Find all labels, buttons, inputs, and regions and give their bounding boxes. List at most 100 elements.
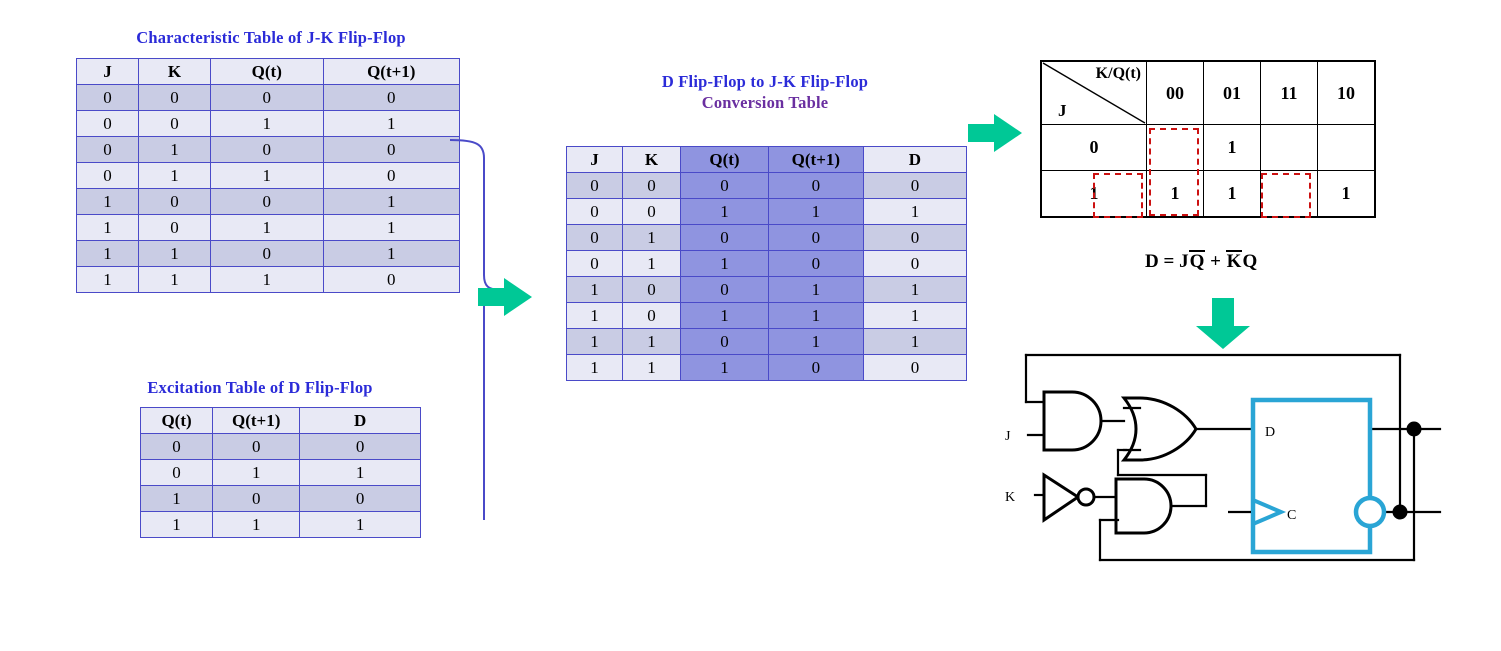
equation-equals: = [1163, 251, 1175, 272]
kmap-cell-r1c0: 1 [1146, 170, 1204, 218]
right-arrow-icon-1 [478, 278, 532, 316]
conversion-table-title-line1: D Flip-Flop to J-K Flip-Flop [661, 72, 869, 91]
table-header-row: Q(t) Q(t+1) D [139, 407, 421, 434]
kmap-corner-bottom-label: J [1058, 101, 1067, 120]
cell: 1 [139, 485, 214, 512]
cell: 0 [75, 136, 140, 163]
cell: 0 [322, 84, 461, 111]
cell: 0 [138, 110, 211, 137]
cell: 1 [75, 266, 140, 293]
cell: 0 [210, 136, 324, 163]
equation-lhs: D [1145, 251, 1159, 272]
cell: 0 [138, 84, 211, 111]
col-header-k: K [621, 146, 682, 173]
kmap-corner-cell: K/Q(t) J [1040, 60, 1147, 125]
cell: 1 [210, 214, 324, 241]
col-header-d: D [299, 407, 421, 434]
kmap-row-0: 0 1 [1040, 124, 1376, 171]
not-gate-icon [1042, 472, 1081, 523]
cell: 0 [621, 276, 682, 303]
jk-from-d-circuit-diagram: J K D C [1005, 353, 1442, 562]
cell: 0 [621, 198, 682, 225]
kmap-col-header-10: 10 [1317, 60, 1376, 125]
down-arrow-icon-3 [1196, 298, 1250, 349]
boolean-equation: D = JQ + KQ [1145, 250, 1257, 273]
cell: 1 [139, 511, 214, 538]
cell: 1 [566, 328, 623, 355]
diagonal-line-icon [1042, 62, 1146, 124]
karnaugh-map: K/Q(t) J 00 01 11 10 0 1 1 1 1 1 [1040, 60, 1376, 218]
cell: 0 [680, 172, 769, 199]
equation-term1-qbar: Q [1188, 250, 1206, 272]
qbar-inversion-bubble-icon [1353, 495, 1387, 529]
kmap-row-header-1: 1 [1040, 170, 1147, 218]
cell: 1 [75, 240, 140, 267]
col-header-qt: Q(t) [210, 58, 324, 85]
clock-triangle-icon [1251, 496, 1287, 528]
cell: 0 [767, 354, 864, 381]
d-flip-flop-block [1250, 397, 1373, 555]
cell: 1 [212, 511, 301, 538]
cell: 0 [210, 188, 324, 215]
junction-dot-q [1406, 421, 1422, 437]
right-arrow-icon-2 [968, 114, 1022, 152]
cell: 0 [566, 198, 623, 225]
cell: 1 [862, 302, 968, 329]
characteristic-table-title: Characteristic Table of J-K Flip-Flop [136, 28, 406, 47]
or-gate-icon [1120, 396, 1198, 462]
cell: 1 [680, 250, 769, 277]
cell: 1 [212, 459, 301, 486]
table-header-row: J K Q(t) Q(t+1) [75, 58, 461, 85]
kmap-row-1: 1 1 1 1 [1040, 170, 1376, 218]
cell: 0 [322, 162, 461, 189]
cell: 1 [767, 302, 864, 329]
cell: 1 [75, 188, 140, 215]
cell: 0 [212, 485, 301, 512]
junction-dot-qbar [1392, 504, 1408, 520]
cell: 1 [138, 162, 211, 189]
cell: 1 [862, 276, 968, 303]
cell: 1 [566, 276, 623, 303]
cell: 0 [139, 433, 214, 460]
cell: 1 [680, 354, 769, 381]
col-header-qt1: Q(t+1) [322, 58, 461, 85]
cell: 1 [322, 240, 461, 267]
label-input-k: K [1005, 490, 1015, 505]
cell: 0 [621, 302, 682, 329]
col-header-qt1: Q(t+1) [767, 146, 864, 173]
kmap-cell-r1c1: 1 [1203, 170, 1261, 218]
cell: 0 [138, 188, 211, 215]
cell: 1 [566, 302, 623, 329]
kmap-header-row: K/Q(t) J 00 01 11 10 [1040, 60, 1376, 125]
cell: 1 [862, 328, 968, 355]
cell: 0 [75, 162, 140, 189]
cell: 0 [75, 110, 140, 137]
label-input-j: J [1005, 429, 1011, 444]
cell: 1 [680, 302, 769, 329]
kmap-cell-r0c2 [1260, 124, 1318, 171]
cell: 0 [862, 172, 968, 199]
cell: 0 [210, 240, 324, 267]
equation-term2-q: Q [1242, 251, 1258, 272]
cell: 0 [566, 172, 623, 199]
cell: 1 [767, 198, 864, 225]
kmap-row-header-0: 0 [1040, 124, 1147, 171]
cell: 0 [862, 250, 968, 277]
cell: 0 [767, 172, 864, 199]
kmap-corner-top-label: K/Q(t) [1095, 65, 1141, 82]
cell: 0 [862, 224, 968, 251]
